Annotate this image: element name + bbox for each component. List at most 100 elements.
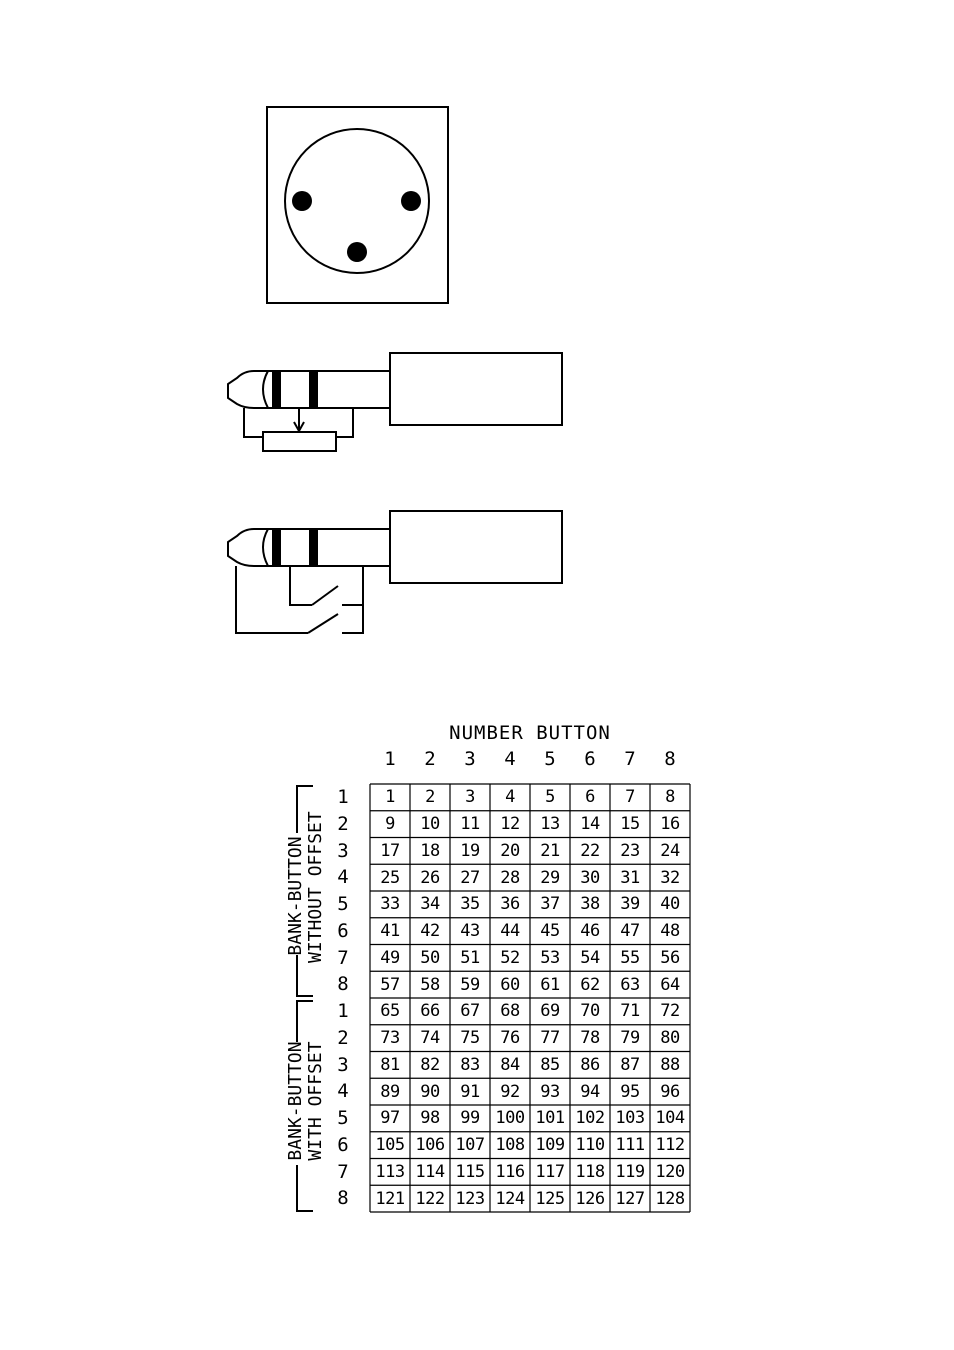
row-header: 7: [337, 946, 349, 969]
table-cell: 92: [500, 1081, 520, 1102]
table-cell: 81: [380, 1054, 400, 1075]
row-header: 5: [337, 1107, 349, 1129]
table-cell: 17: [380, 840, 400, 861]
table-cell: 32: [660, 867, 680, 888]
table-cell: 19: [460, 840, 480, 861]
table-cell: 45: [540, 921, 560, 942]
table-cell: 24: [660, 840, 680, 861]
table-cell: 69: [540, 1001, 560, 1022]
table-cell: 51: [460, 947, 480, 968]
table-cell: 12: [500, 814, 520, 835]
table-cell: 59: [460, 974, 480, 995]
row-header: 7: [337, 1160, 349, 1183]
table-cell: 46: [580, 921, 600, 942]
table-cell: 118: [575, 1161, 605, 1182]
table-cell: 98: [420, 1108, 440, 1129]
table-cell: 30: [580, 867, 600, 888]
three-pin-socket: [266, 106, 449, 304]
table-cell: 125: [535, 1188, 565, 1209]
table-cell: 96: [660, 1081, 680, 1102]
table-cell: 25: [380, 867, 400, 888]
row-header: 4: [337, 1080, 349, 1103]
table-cell: 31: [620, 867, 640, 888]
table-cell: 79: [620, 1028, 640, 1049]
socket-pin-bottom: [347, 242, 367, 262]
table-cell: 55: [620, 947, 640, 968]
table-cell: 58: [420, 974, 440, 995]
table-cell: 107: [455, 1135, 485, 1156]
table-cell: 100: [495, 1108, 525, 1129]
table-cell: 48: [660, 921, 680, 942]
table-cell: 14: [580, 814, 600, 835]
table-cell: 88: [660, 1054, 680, 1075]
table-cell: 72: [660, 1001, 680, 1022]
table-cell: 37: [540, 894, 560, 915]
table-cell: 22: [580, 840, 600, 861]
table-cell: 116: [495, 1161, 525, 1182]
table-cell: 91: [460, 1081, 480, 1102]
table-cell: 18: [420, 840, 440, 861]
table-cell: 104: [655, 1108, 685, 1129]
table-cell: 70: [580, 1001, 600, 1022]
row-header: 6: [337, 1133, 349, 1156]
column-header: 2: [424, 748, 436, 770]
row-header: 2: [337, 812, 349, 835]
table-cell: 53: [540, 947, 560, 968]
table-cell: 65: [380, 1001, 400, 1022]
table-cell: 23: [620, 840, 640, 861]
table-cell: 82: [420, 1054, 440, 1075]
table-cell: 101: [535, 1108, 565, 1129]
table-cell: 108: [495, 1135, 525, 1156]
table-cell: 113: [375, 1161, 405, 1182]
table-cell: 109: [535, 1135, 565, 1156]
table-cell: 4: [505, 787, 515, 808]
table-cell: 120: [655, 1161, 685, 1182]
table-cell: 68: [500, 1001, 520, 1022]
table-cell: 67: [460, 1001, 480, 1022]
table-cell: 83: [460, 1054, 480, 1075]
table-cell: 33: [380, 894, 400, 915]
table-cell: 28: [500, 867, 520, 888]
table-cell: 103: [615, 1108, 645, 1129]
table-cell: 110: [575, 1135, 605, 1156]
table-cell: 89: [380, 1081, 400, 1102]
table-cell: 119: [615, 1161, 645, 1182]
table-cell: 41: [380, 921, 400, 942]
table-cell: 99: [460, 1108, 480, 1129]
table-cell: 6: [585, 787, 595, 808]
table-cell: 36: [500, 894, 520, 915]
table-cell: 50: [420, 947, 440, 968]
table-cell: 112: [655, 1135, 685, 1156]
table-cell: 114: [415, 1161, 445, 1182]
table-cell: 44: [500, 921, 520, 942]
row-header: 1: [337, 786, 349, 808]
table-cell: 66: [420, 1001, 440, 1022]
table-cell: 93: [540, 1081, 560, 1102]
table-cell: 115: [455, 1161, 485, 1182]
table-cell: 127: [615, 1188, 645, 1209]
table-cell: 20: [500, 840, 520, 861]
table-cell: 49: [380, 947, 400, 968]
socket-pin-left: [292, 191, 312, 211]
table-cell: 34: [420, 894, 440, 915]
table-cell: 77: [540, 1028, 560, 1049]
table-cell: 128: [655, 1188, 685, 1209]
table-cell: 94: [580, 1081, 600, 1102]
table-cell: 60: [500, 974, 520, 995]
table-cell: 87: [620, 1054, 640, 1075]
table-cell: 86: [580, 1054, 600, 1075]
table-cell: 21: [540, 840, 560, 861]
table-cell: 1: [385, 787, 395, 808]
table-cell: 121: [375, 1188, 405, 1209]
row-header: 8: [337, 973, 349, 996]
table-cell: 61: [540, 974, 560, 995]
table-cell: 56: [660, 947, 680, 968]
table-cell: 95: [620, 1081, 640, 1102]
table-cell: 75: [460, 1028, 480, 1049]
table-cell: 80: [660, 1028, 680, 1049]
table-cell: 63: [620, 974, 640, 995]
row-header: 2: [337, 1026, 349, 1049]
stereo-jack-potentiometer: [227, 352, 563, 452]
table-cell: 97: [380, 1108, 400, 1129]
